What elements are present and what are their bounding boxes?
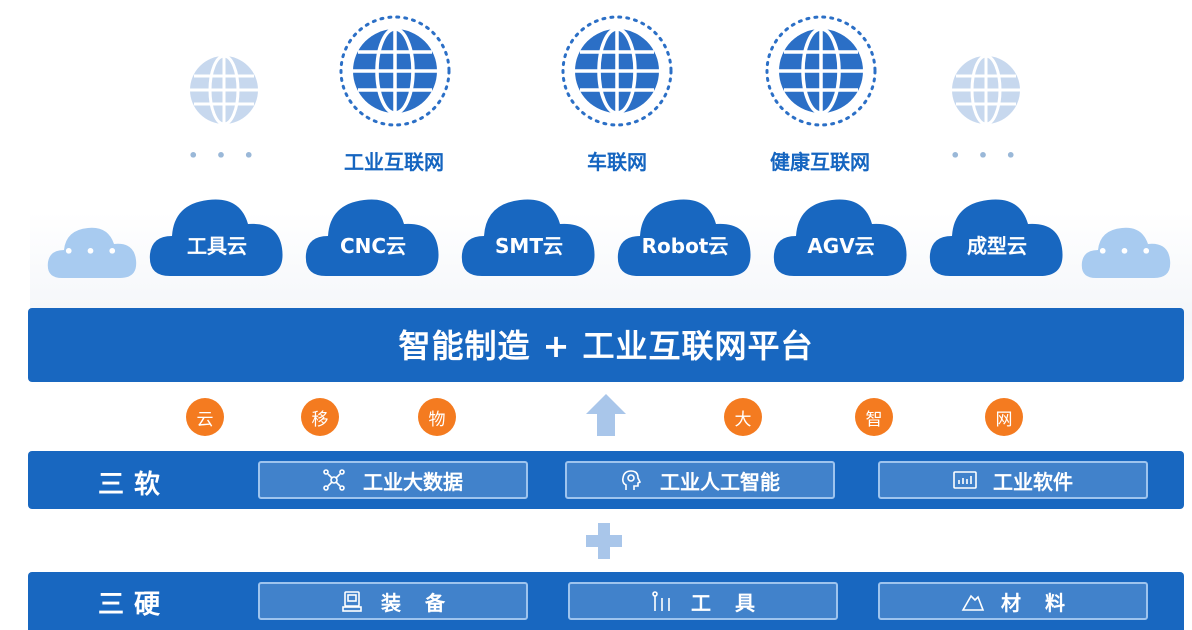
cloud-label: 工具云 (187, 234, 247, 258)
network-label-more-right: • • • (950, 146, 1022, 165)
tech-mobile-badge: 移 (301, 398, 339, 436)
cloud-label: 成型云 (967, 234, 1027, 258)
cloud-robot: Robot云 (612, 192, 758, 278)
pill-industrial-software: 工业软件 (878, 461, 1148, 499)
hard-row-title: 三硬 (98, 590, 171, 620)
cloud-label: AGV云 (807, 234, 875, 258)
tech-bigdata-badge: 大 (724, 398, 762, 436)
pill-industrial-ai: 工业人工智能 (565, 461, 835, 499)
pill-big-data: 工业大数据 (258, 461, 528, 499)
soft-row: 三软 工业大数据 工业人工智能 工业软件 (28, 451, 1184, 509)
cloud-more-right: • • • (1078, 220, 1174, 280)
up-arrow-icon (584, 392, 628, 442)
tech-ai-badge: 智 (855, 398, 893, 436)
pill-label: 工具 (691, 590, 779, 615)
network-nodes-icon (323, 469, 345, 491)
pill-label: 材料 (1001, 590, 1089, 615)
platform-bar: 智能制造 + 工业互联网平台 (28, 308, 1184, 382)
tech-cloud-badge: 云 (186, 398, 224, 436)
cloud-label: SMT云 (495, 234, 563, 258)
cloud-cnc: CNC云 (300, 192, 446, 278)
cloud-more-left: • • • (44, 220, 140, 280)
pill-label: 工业软件 (993, 469, 1073, 494)
globe-faded-left (180, 46, 268, 138)
pill-label: 工业大数据 (363, 469, 463, 494)
cloud-smt: SMT云 (456, 192, 602, 278)
material-pile-icon (961, 590, 985, 612)
ai-head-icon (620, 469, 642, 491)
network-label-more-left: • • • (188, 146, 260, 165)
cloud-agv: AGV云 (768, 192, 914, 278)
globe-vehicle-network (558, 12, 676, 134)
plus-icon (583, 520, 625, 566)
cloud-label: Robot云 (641, 234, 729, 258)
pill-materials: 材料 (878, 582, 1148, 620)
pill-equipment: 装备 (258, 582, 528, 620)
pill-tools: 工具 (568, 582, 838, 620)
chart-screen-icon (953, 469, 977, 491)
network-label-vehicle: 车联网 (587, 150, 647, 174)
tech-network-badge: 网 (985, 398, 1023, 436)
machine-icon (341, 590, 363, 612)
globe-industrial-internet (336, 12, 454, 134)
network-label-industrial: 工业互联网 (344, 150, 444, 174)
cloud-tools: 工具云 (144, 192, 290, 278)
cloud-label: CNC云 (339, 234, 407, 258)
cloud-molding: 成型云 (924, 192, 1070, 278)
soft-row-title: 三软 (98, 470, 171, 500)
globe-health-internet (762, 12, 880, 134)
tools-icon (651, 590, 673, 612)
pill-label: 装备 (381, 590, 469, 615)
network-label-health: 健康互联网 (770, 150, 870, 174)
cloud-label: • • • (63, 242, 121, 261)
platform-title: 智能制造 + 工业互联网平台 (398, 327, 814, 365)
pill-label: 工业人工智能 (660, 469, 780, 494)
hard-row: 三硬 装备 工具 材料 (28, 572, 1184, 630)
tech-iot-badge: 物 (418, 398, 456, 436)
cloud-label: • • • (1097, 242, 1155, 261)
globe-faded-right (942, 46, 1030, 138)
